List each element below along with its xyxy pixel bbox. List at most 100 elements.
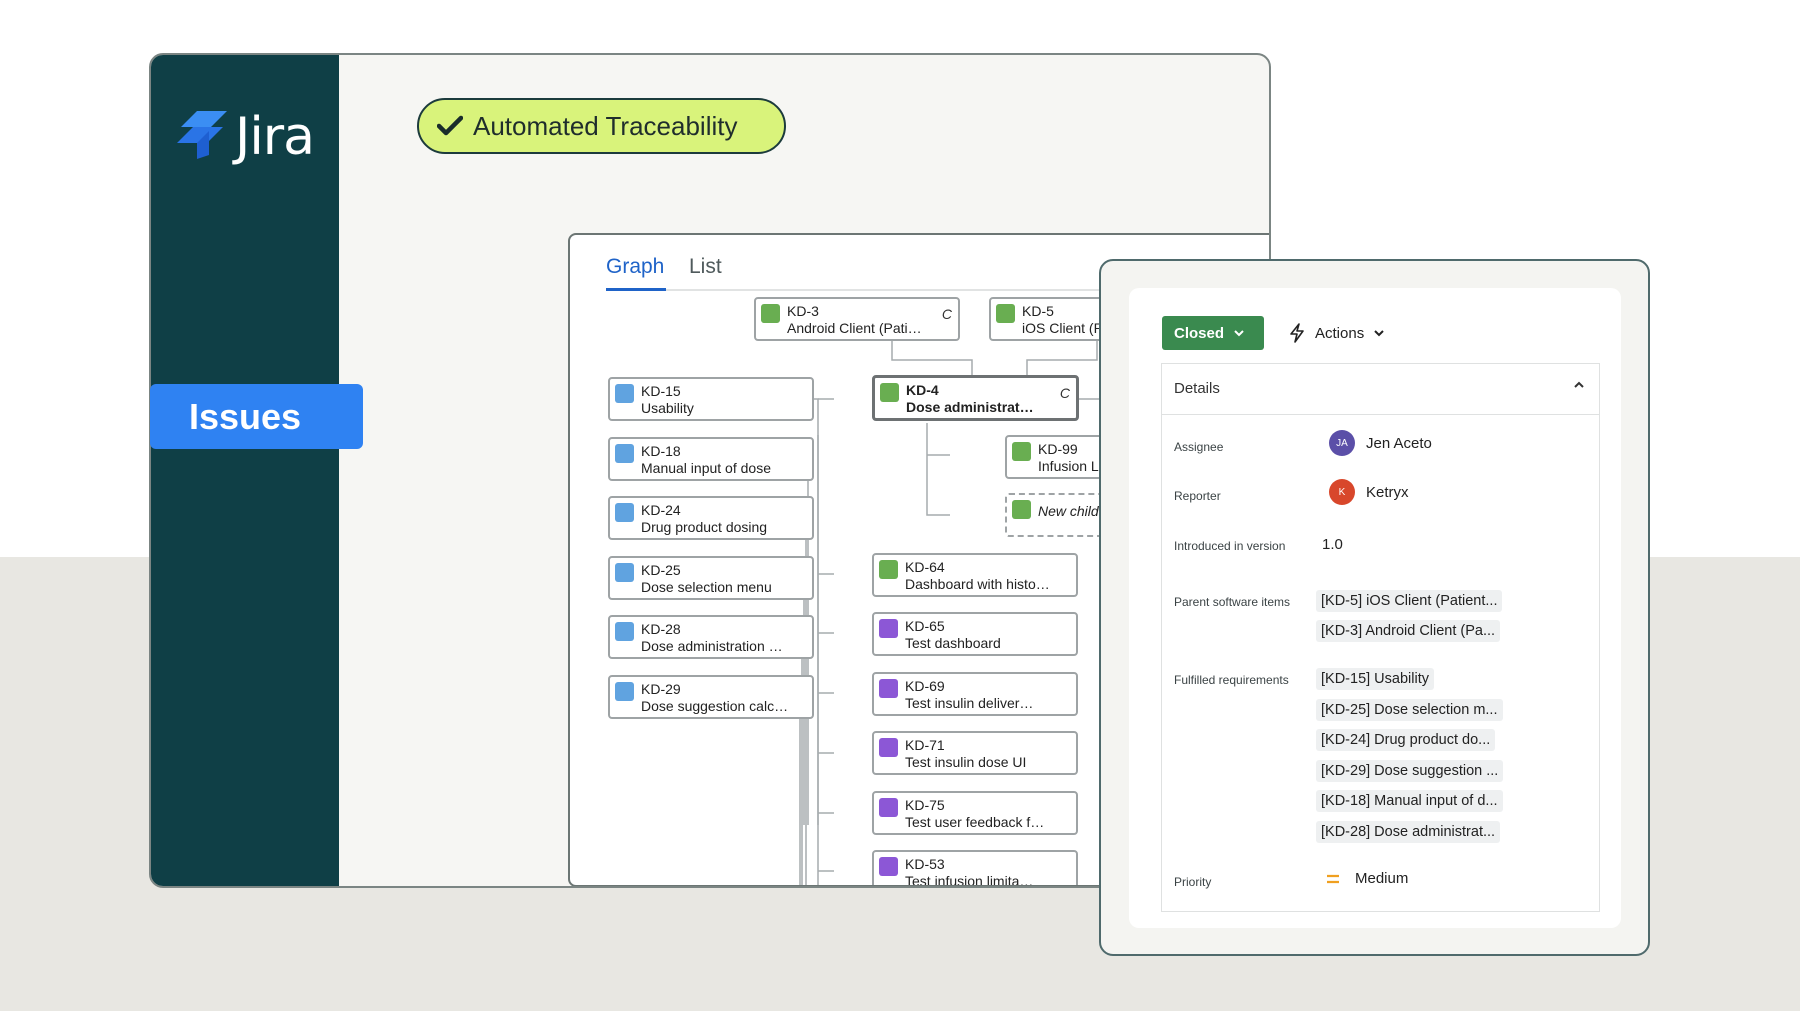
parent-item-chip[interactable]: [KD-5] iOS Client (Patient... [1316, 590, 1503, 612]
sidebar: Jira [151, 55, 339, 886]
parent-item-chip[interactable]: [KD-3] Android Client (Pa... [1316, 620, 1501, 642]
test-case-icon [879, 798, 898, 817]
graph-node-kd-24[interactable]: KD-24 Drug product dosing [608, 496, 814, 540]
node-title: Manual input of dose [641, 460, 771, 476]
jira-logo[interactable]: Jira [177, 107, 327, 167]
node-title: Dashboard with histo… [905, 576, 1050, 592]
node-title: Dose administrat… [906, 399, 1034, 415]
assignee-name: Jen Aceto [1366, 434, 1432, 452]
details-section: Details Assignee JA Jen Aceto Reporter K… [1161, 363, 1600, 912]
avatar: JA [1329, 430, 1355, 456]
node-key: KD-15 [641, 383, 681, 399]
node-key: KD-29 [641, 681, 681, 697]
software-item-icon [996, 304, 1015, 323]
badge-label: Automated Traceability [473, 110, 738, 141]
test-case-icon [879, 619, 898, 638]
node-flag: C [941, 306, 952, 322]
assignee-field[interactable]: JA Jen Aceto [1329, 430, 1432, 456]
chevron-down-icon [1234, 330, 1244, 337]
lightning-icon [1290, 323, 1304, 343]
parent-items-label: Parent software items [1174, 595, 1291, 609]
requirement-chip[interactable]: [KD-28] Dose administrat... [1316, 821, 1501, 843]
priority-value: Medium [1355, 870, 1409, 887]
priority-label: Priority [1174, 875, 1212, 889]
node-key: KD-65 [905, 618, 945, 634]
node-key: KD-5 [1022, 303, 1054, 319]
graph-node-kd-4[interactable]: KD-4 Dose administrat… C [872, 375, 1079, 421]
node-key: KD-64 [905, 559, 945, 575]
requirement-heart-icon [615, 563, 634, 582]
jira-logo-icon [177, 111, 227, 159]
details-inner-panel: Closed Actions Details Assignee [1129, 288, 1621, 928]
graph-node-kd-53[interactable]: KD-53 Test infusion limita… [872, 850, 1078, 885]
reporter-name: Ketryx [1366, 483, 1409, 501]
node-title: Usability [641, 400, 694, 416]
status-dropdown-button[interactable]: Closed [1162, 316, 1264, 350]
software-item-icon [879, 560, 898, 579]
software-item-icon [1012, 442, 1031, 461]
sidebar-item-issues[interactable]: Issues [150, 384, 363, 449]
requirement-chip[interactable]: [KD-25] Dose selection m... [1316, 699, 1503, 721]
graph-node-kd-25[interactable]: KD-25 Dose selection menu [608, 556, 814, 600]
chevron-up-icon[interactable] [1573, 381, 1585, 389]
node-key: KD-75 [905, 797, 945, 813]
node-title: Test user feedback f… [905, 814, 1045, 830]
reporter-field[interactable]: K Ketryx [1329, 479, 1409, 505]
app-name: Jira [235, 107, 315, 167]
test-case-icon [879, 857, 898, 876]
node-flag: C [1059, 385, 1070, 401]
node-key: KD-25 [641, 562, 681, 578]
version-value[interactable]: 1.0 [1322, 536, 1343, 553]
graph-node-kd-3[interactable]: KD-3 Android Client (Pati… C [754, 297, 960, 341]
node-key: KD-53 [905, 856, 945, 872]
tab-divider [606, 289, 1269, 291]
requirement-heart-icon [615, 444, 634, 463]
checkmark-icon [437, 115, 463, 136]
version-label: Introduced in version [1174, 539, 1286, 553]
node-title: Test insulin deliver… [905, 695, 1034, 711]
graph-node-kd-29[interactable]: KD-29 Dose suggestion calc… [608, 675, 814, 719]
status-label: Closed [1174, 324, 1225, 342]
node-title: Dose administration … [641, 638, 783, 654]
assignee-label: Assignee [1174, 440, 1224, 454]
tab-graph[interactable]: Graph [606, 255, 665, 278]
reporter-label: Reporter [1174, 489, 1221, 503]
graph-node-kd-18[interactable]: KD-18 Manual input of dose [608, 437, 814, 481]
graph-node-kd-75[interactable]: KD-75 Test user feedback f… [872, 791, 1078, 835]
requirement-chip[interactable]: [KD-24] Drug product do... [1316, 729, 1496, 751]
graph-node-kd-65[interactable]: KD-65 Test dashboard [872, 612, 1078, 656]
priority-medium-icon [1327, 874, 1339, 883]
node-key: KD-3 [787, 303, 819, 319]
software-item-icon [1012, 500, 1031, 519]
requirement-chip[interactable]: [KD-29] Dose suggestion ... [1316, 760, 1504, 782]
node-title: Dose suggestion calc… [641, 698, 789, 714]
priority-field[interactable]: Medium [1325, 870, 1408, 887]
requirement-heart-icon [615, 682, 634, 701]
active-tab-indicator [606, 288, 666, 291]
node-key: KD-28 [641, 621, 681, 637]
graph-node-kd-69[interactable]: KD-69 Test insulin deliver… [872, 672, 1078, 716]
node-key: KD-69 [905, 678, 945, 694]
actions-dropdown-button[interactable]: Actions [1289, 316, 1385, 350]
node-title: Test insulin dose UI [905, 754, 1027, 770]
details-section-title: Details [1174, 380, 1220, 397]
software-item-icon [880, 383, 899, 402]
requirement-chip[interactable]: [KD-18] Manual input of d... [1316, 790, 1503, 812]
avatar: K [1329, 479, 1355, 505]
graph-node-kd-64[interactable]: KD-64 Dashboard with histo… [872, 553, 1078, 597]
node-key: KD-71 [905, 737, 945, 753]
graph-node-kd-15[interactable]: KD-15 Usability [608, 377, 814, 421]
requirement-chip[interactable]: [KD-15] Usability [1316, 668, 1434, 690]
graph-node-kd-28[interactable]: KD-28 Dose administration … [608, 615, 814, 659]
tab-list[interactable]: List [689, 255, 722, 278]
graph-node-kd-71[interactable]: KD-71 Test insulin dose UI [872, 731, 1078, 775]
requirement-heart-icon [615, 503, 634, 522]
node-title: Test dashboard [905, 635, 1001, 651]
node-key: KD-18 [641, 443, 681, 459]
issue-details-card: Closed Actions Details Assignee [1099, 259, 1650, 956]
requirements-label: Fulfilled requirements [1174, 673, 1289, 687]
node-key: KD-24 [641, 502, 681, 518]
node-key: KD-99 [1038, 441, 1078, 457]
requirement-heart-icon [615, 622, 634, 641]
details-section-header[interactable]: Details [1162, 364, 1599, 415]
